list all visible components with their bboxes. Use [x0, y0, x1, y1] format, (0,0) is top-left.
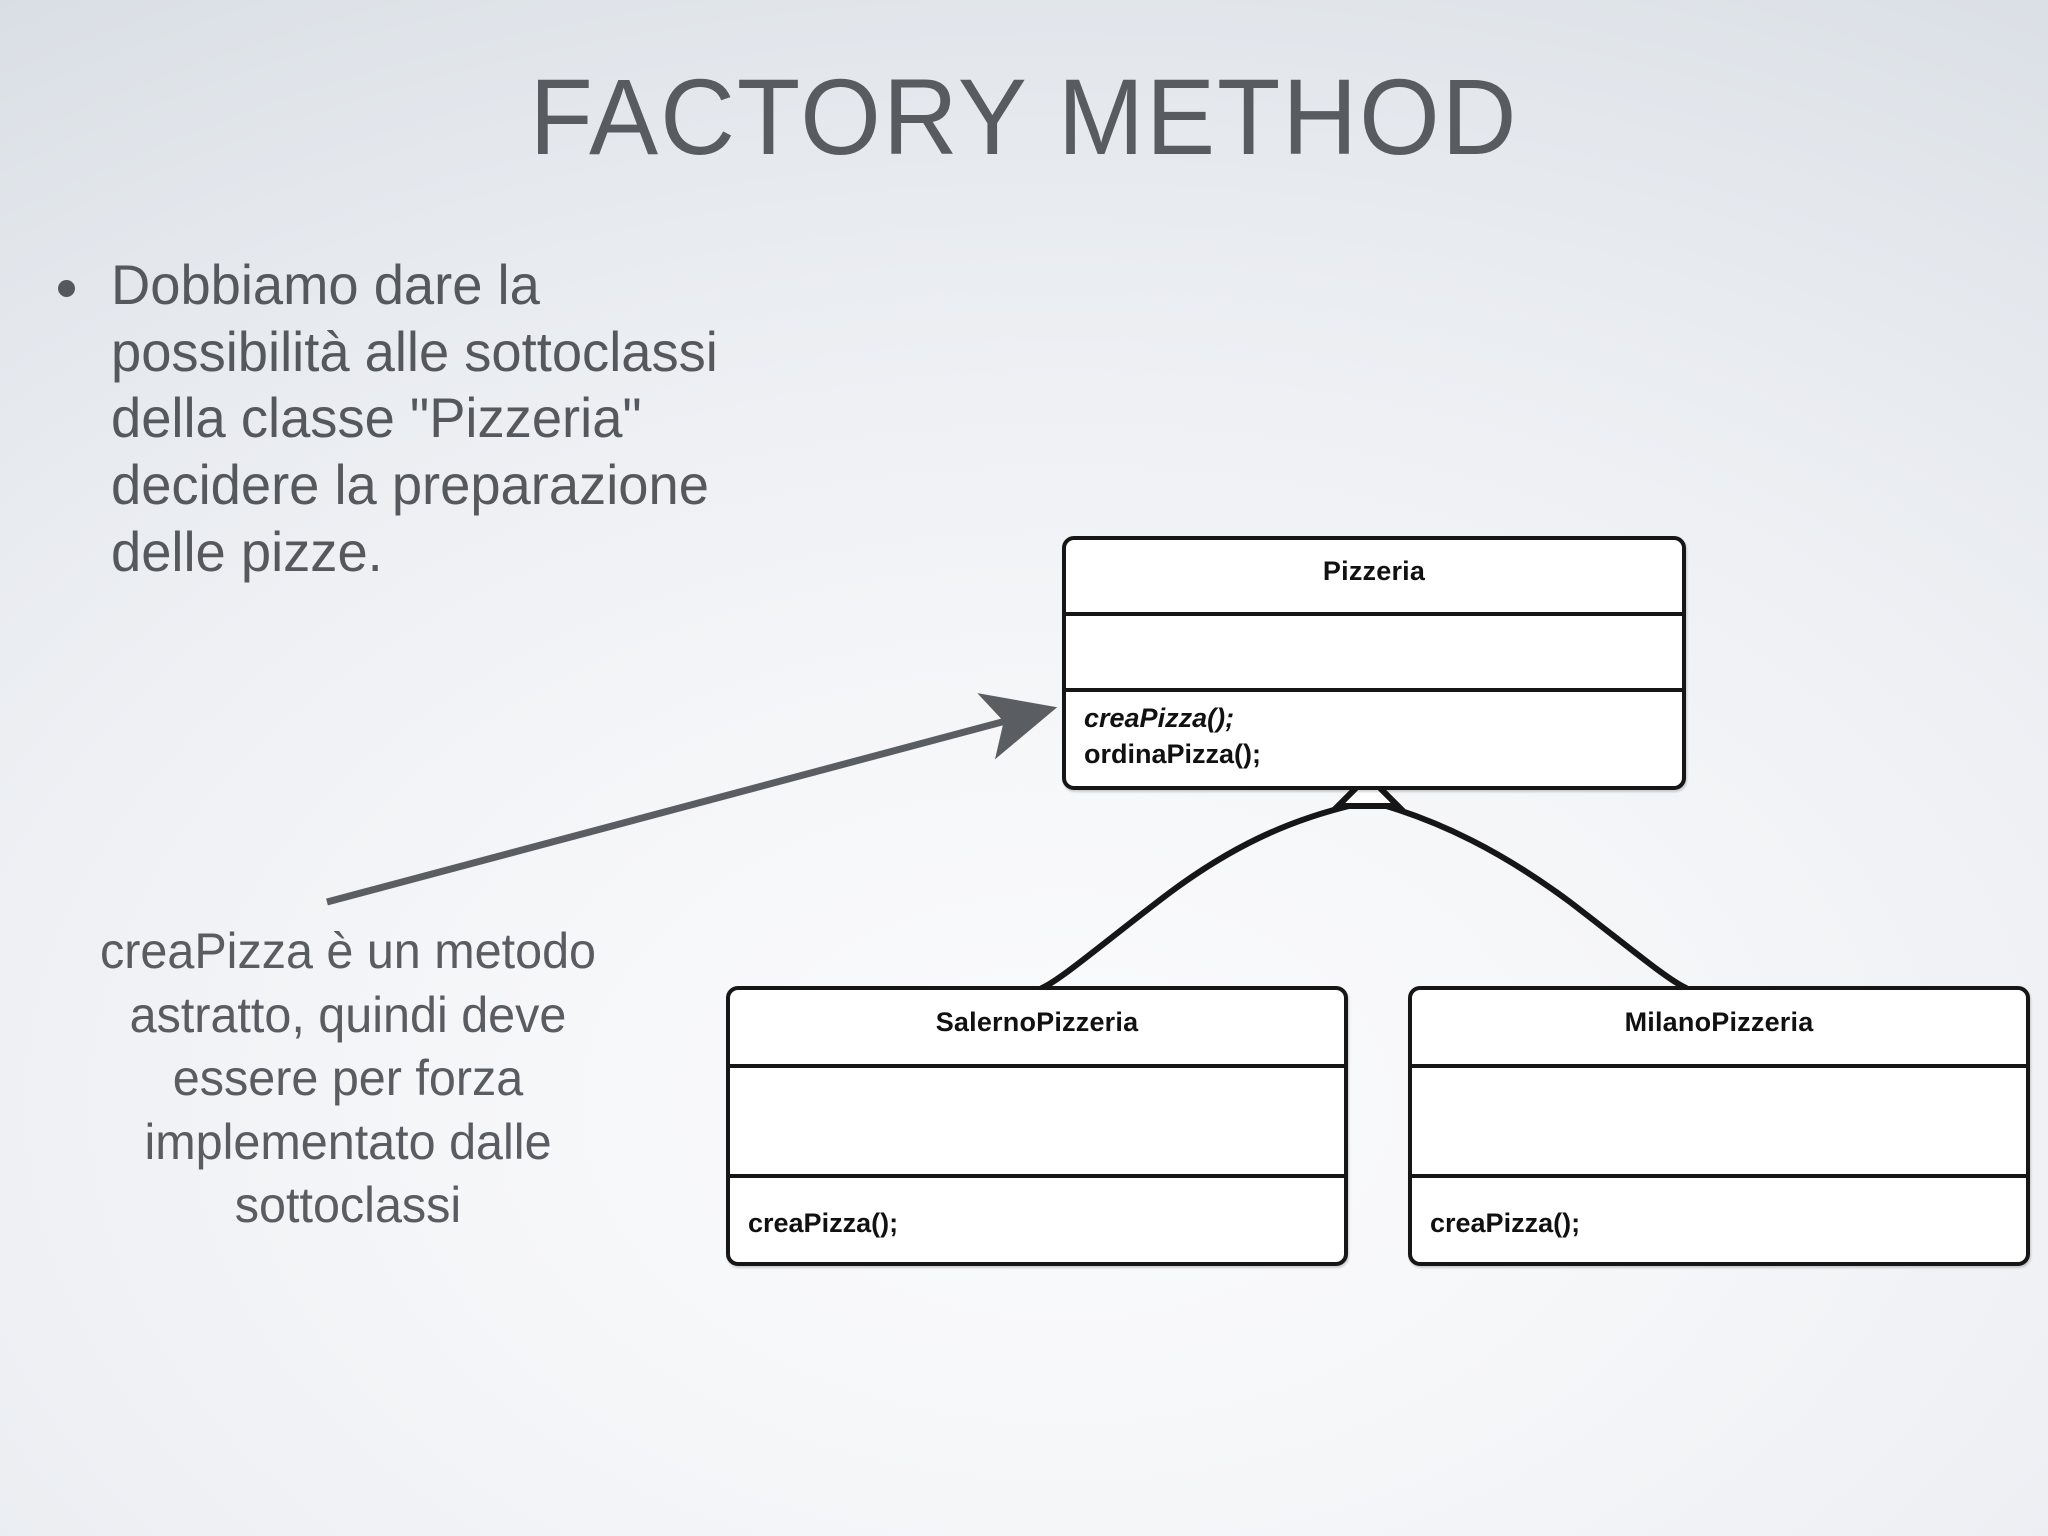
caption-to-creapizza-arrow — [326, 693, 1058, 906]
uml-operation: creaPizza(); — [1084, 703, 1235, 733]
uml-operations-compartment: creaPizza(); ordinaPizza(); — [1066, 688, 1682, 786]
uml-class-name: MilanoPizzeria — [1624, 1007, 1814, 1037]
uml-class-milanopizzeria: MilanoPizzeria creaPizza(); — [1408, 986, 2030, 1266]
uml-operations-compartment: creaPizza(); — [730, 1174, 1344, 1266]
uml-operation: creaPizza(); — [748, 1208, 899, 1238]
uml-class-name: Pizzeria — [1322, 556, 1426, 586]
uml-attributes-compartment — [1066, 612, 1682, 688]
uml-class-salernopizzeria: SalernoPizzeria creaPizza(); — [726, 986, 1348, 1266]
bullet-line-1: Dobbiamo dare la — [111, 253, 540, 316]
caption-text: creaPizza è un metodo astratto, quindi d… — [18, 920, 678, 1238]
uml-attributes-compartment — [1412, 1064, 2026, 1174]
caption-line-4: implementato dalle — [144, 1113, 552, 1170]
uml-operation: creaPizza(); — [1430, 1208, 1581, 1238]
uml-class-pizzeria: Pizzeria creaPizza(); ordinaPizza(); — [1062, 536, 1686, 790]
uml-class-name: SalernoPizzeria — [935, 1007, 1139, 1037]
bullet-line-4: decidere la preparazione — [111, 452, 709, 516]
generalization-milano-to-pizzeria — [1380, 802, 1689, 991]
caption-line-1: creaPizza è un metodo — [99, 923, 597, 979]
bullet-item: Dobbiamo dare la possibilità alle sottoc… — [58, 252, 958, 585]
uml-operation: ordinaPizza(); — [1084, 738, 1262, 769]
bullet-line-2: possibilità alle sottoclassi — [111, 319, 718, 383]
uml-attributes-compartment — [730, 1064, 1344, 1174]
caption-line-2: astratto, quindi deve — [129, 986, 567, 1043]
generalization-salerno-to-pizzeria — [1039, 802, 1356, 991]
bullet-line-3: della classe "Pizzeria" — [111, 386, 642, 450]
uml-operations-compartment: creaPizza(); — [1412, 1174, 2026, 1266]
page-title: FACTORY METHOD — [529, 56, 1519, 177]
caption-line-3: essere per forza — [172, 1050, 524, 1106]
bullet-line-5: delle pizze. — [111, 519, 383, 583]
bullet-text: Dobbiamo dare la possibilità alle sottoc… — [111, 252, 718, 585]
caption-line-5: sottoclassi — [234, 1177, 462, 1233]
bullet-dot-icon — [58, 280, 75, 297]
